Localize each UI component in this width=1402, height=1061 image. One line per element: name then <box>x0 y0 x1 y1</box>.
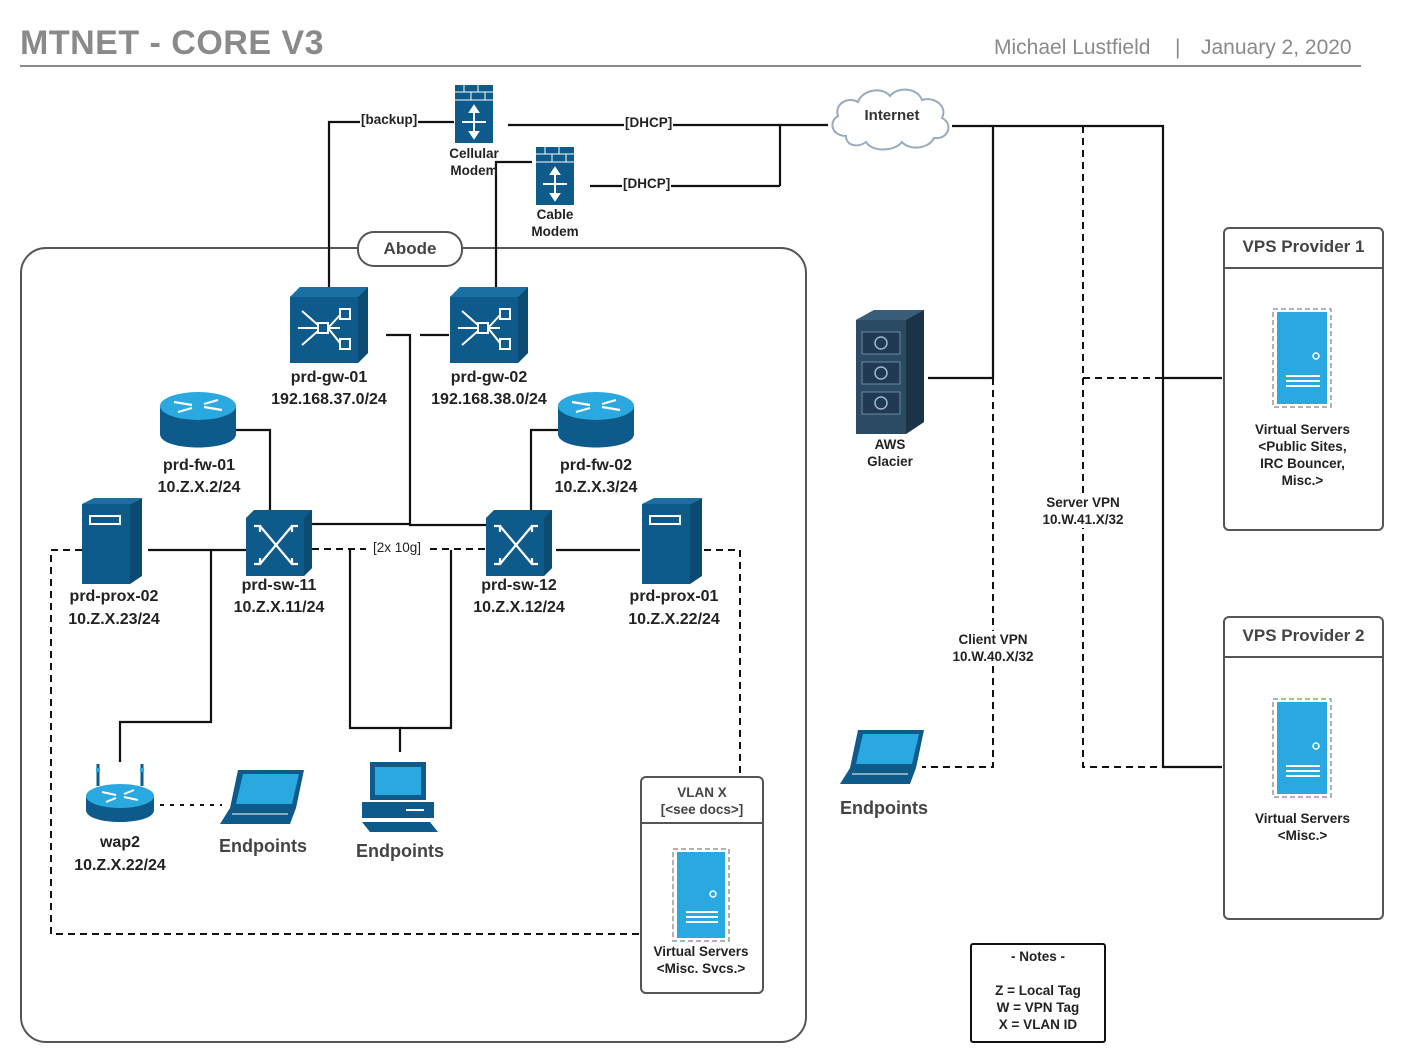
fw02-name: prd-fw-02 <box>560 457 632 474</box>
gw02-name: prd-gw-02 <box>450 369 528 386</box>
diagram-date: January 2, 2020 <box>1201 36 1352 59</box>
desktop-icon <box>362 762 438 832</box>
internet-label: Internet <box>864 107 920 124</box>
vps1-servers-label: Virtual Servers <Public Sites, IRC Bounc… <box>1254 422 1351 488</box>
prox02-name: prd-prox-02 <box>69 588 159 605</box>
endpoints-desktop-label: Endpoints <box>356 841 444 861</box>
link-label-client-vpn: Client VPN 10.W.40.X/32 <box>940 631 1046 665</box>
switch-icon <box>486 510 552 576</box>
vlan-servers-label: Virtual Servers <Misc. Svcs.> <box>653 944 749 976</box>
gw01-name: prd-gw-01 <box>290 369 368 386</box>
wireless-ap-icon <box>86 764 154 822</box>
prox01-name: prd-prox-01 <box>629 588 719 605</box>
wire-server-vpn <box>1082 126 1222 768</box>
cellular-modem-label: Cellular Modem <box>449 146 499 178</box>
laptop-icon <box>840 730 924 784</box>
wire-wap-sw11 <box>118 550 213 762</box>
cable-modem-icon <box>536 147 574 205</box>
fw02-addr: 10.Z.X.3/24 <box>554 479 638 496</box>
server-tower-icon <box>82 498 142 584</box>
virtual-server-icon <box>1272 698 1332 798</box>
wire-vlan-loop <box>50 549 640 935</box>
wire-aws-internet <box>928 126 995 380</box>
gw01-addr: 192.168.37.0/24 <box>271 391 387 408</box>
vps2-title: VPS Provider 2 <box>1242 626 1365 645</box>
sw11-name: prd-sw-11 <box>241 577 317 594</box>
laptop-icon <box>220 770 304 824</box>
router-icon <box>558 392 634 448</box>
vps2-servers-label: Virtual Servers <Misc.> <box>1254 811 1351 843</box>
vlan-title: VLAN X [<see docs>] <box>660 785 744 817</box>
storage-rack-icon <box>856 310 924 434</box>
gw02-addr: 192.168.38.0/24 <box>431 391 547 408</box>
virtual-server-icon <box>672 848 730 942</box>
router-icon <box>160 392 236 448</box>
gateway-icon <box>290 287 368 363</box>
wire-gw02-cable <box>494 160 532 287</box>
link-label-dhcp-cable: [DHCP] <box>622 176 672 191</box>
prox02-addr: 10.Z.X.23/24 <box>68 611 160 628</box>
wire-desktop-sw12 <box>400 550 453 730</box>
author-name: Michael Lustfield <box>994 36 1151 59</box>
server-tower-icon <box>642 498 702 584</box>
wire-fw02-sw12 <box>529 428 558 512</box>
endpoints-laptop-label: Endpoints <box>219 836 307 856</box>
wire-desktop-sw11 <box>348 550 402 752</box>
notes-line: X = VLAN ID <box>998 1017 1078 1032</box>
wire-isp-merge <box>778 123 828 186</box>
prox01-addr: 10.Z.X.22/24 <box>628 611 720 628</box>
endpoints-remote-label: Endpoints <box>840 798 928 818</box>
internet-cloud-icon <box>831 88 950 151</box>
wire-fw01-sw11 <box>236 428 272 512</box>
diagram-title: MTNET - CORE V3 <box>20 24 325 62</box>
gateway-icon <box>450 287 528 363</box>
header-rule <box>20 65 1361 67</box>
sw11-addr: 10.Z.X.11/24 <box>233 599 325 616</box>
link-label-dhcp-cellular: [DHCP] <box>624 115 674 130</box>
wire-internet-vps2 <box>1161 378 1222 769</box>
fw01-name: prd-fw-01 <box>163 457 235 474</box>
wire-gw01-sw12 <box>386 333 488 527</box>
notes-line: W = VPN Tag <box>996 1000 1080 1015</box>
vps2-box: VPS Provider 2 <box>1223 616 1384 920</box>
sw12-name: prd-sw-12 <box>481 577 557 594</box>
aws-glacier-label: AWS Glacier <box>867 437 913 469</box>
sw12-addr: 10.Z.X.12/24 <box>473 599 565 616</box>
fw01-addr: 10.Z.X.2/24 <box>157 479 241 496</box>
cable-modem-label: Cable Modem <box>531 207 579 239</box>
notes-box: - Notes - Z = Local Tag W = VPN Tag X = … <box>970 943 1106 1043</box>
cellular-modem-icon <box>455 85 493 143</box>
wire-vlan-right <box>704 549 741 776</box>
wap2-name: wap2 <box>99 834 140 851</box>
header-separator: | <box>1175 36 1181 59</box>
wire-client-vpn <box>922 126 994 768</box>
switch-icon <box>246 510 312 576</box>
wap2-addr: 10.Z.X.22/24 <box>74 857 166 874</box>
link-label-server-vpn: Server VPN 10.W.41.X/32 <box>1030 494 1136 528</box>
link-label-backup: [backup] <box>360 112 419 127</box>
vps1-title: VPS Provider 1 <box>1242 237 1365 256</box>
link-label-trunk: [2x 10g] <box>372 540 423 555</box>
notes-title: - Notes - <box>1011 949 1065 964</box>
abode-label: Abode <box>357 231 463 267</box>
notes-line: Z = Local Tag <box>995 983 1081 998</box>
virtual-server-icon <box>1272 308 1332 408</box>
